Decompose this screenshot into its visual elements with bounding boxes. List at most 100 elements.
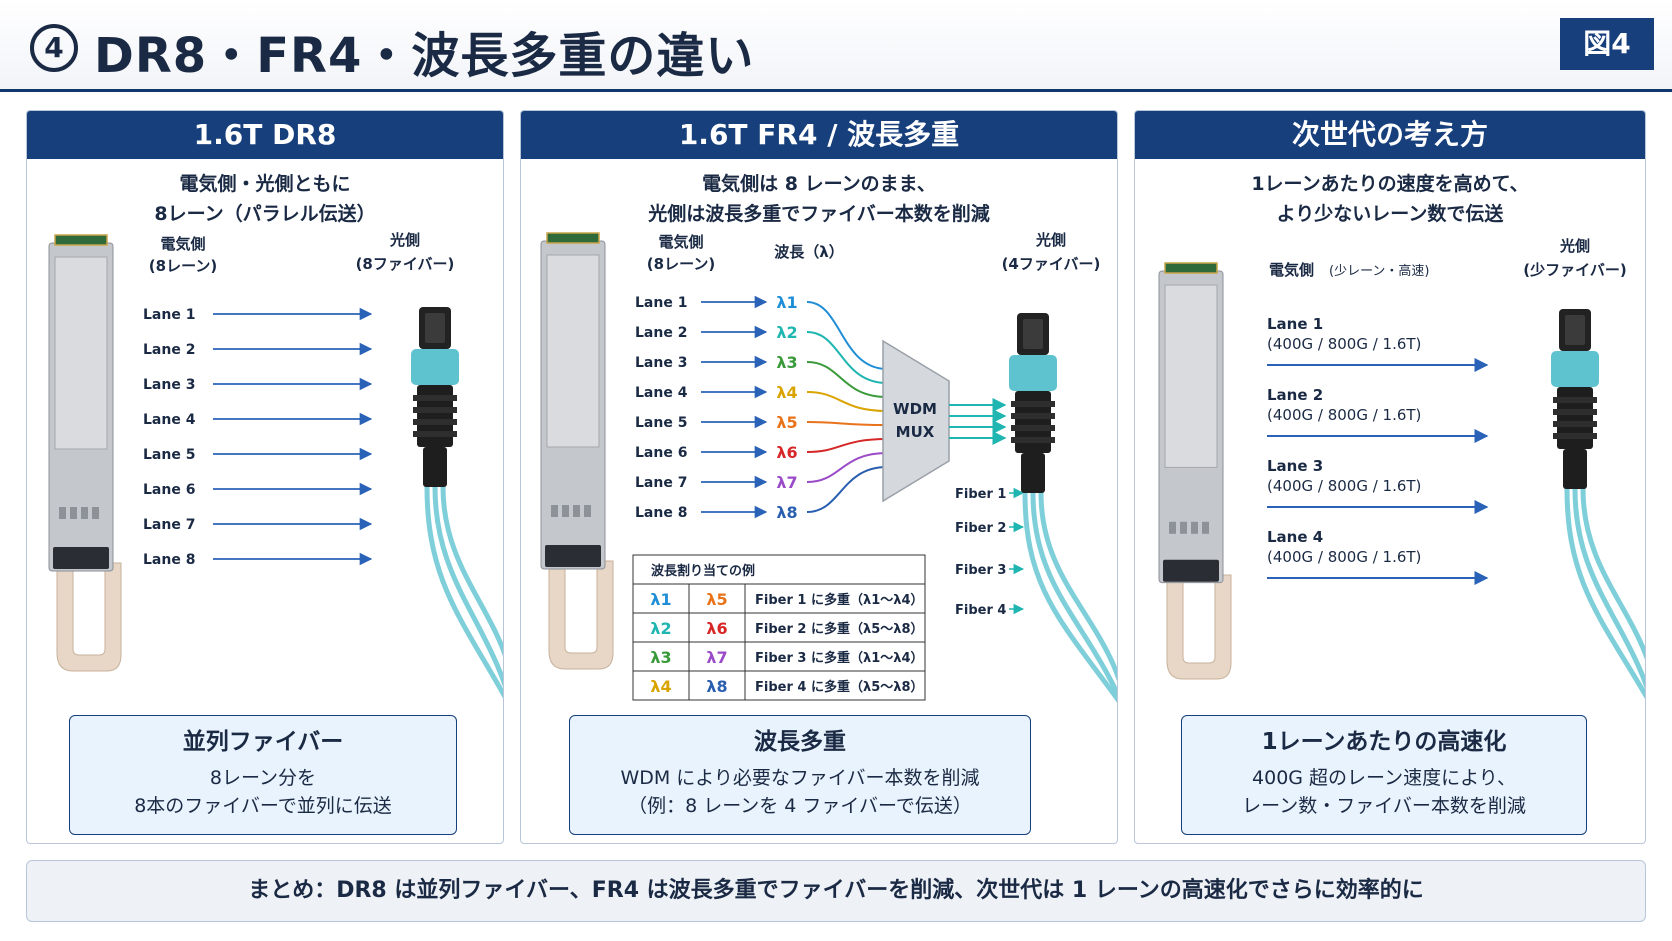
next-connector [1551, 309, 1645, 700]
connector-rib [413, 395, 457, 401]
panel-next-title: 次世代の考え方 [1135, 111, 1645, 159]
lane-speed: (400G / 800G / 1.6T) [1267, 477, 1421, 495]
lambda-label: λ8 [776, 503, 797, 522]
lane-label: Lane 3 [1267, 457, 1323, 475]
connector-inner [1565, 315, 1585, 345]
panel-dr8-title: 1.6T DR8 [27, 111, 503, 159]
lambda-label: λ6 [776, 443, 797, 462]
vent-slot [1180, 521, 1187, 534]
table-cell-lambda: λ4 [650, 677, 671, 696]
table-cell-lambda: λ7 [706, 648, 727, 667]
vent-slot [1191, 521, 1198, 534]
assignment-table [632, 554, 926, 701]
connector-rib [1011, 425, 1055, 431]
callout-title: 波長多重 [754, 729, 846, 755]
fiber-cable [432, 484, 503, 688]
table-cell-lambda: λ3 [650, 648, 671, 667]
connector-boot [411, 349, 459, 385]
callout-line: レーン数・ファイバー本数を削減 [1242, 795, 1526, 817]
pull-tab [56, 562, 122, 672]
callout-line: （例：8 レーンを 4 ファイバーで伝送） [628, 795, 972, 817]
optical-side-label: 光側 [389, 231, 420, 249]
fiber-label: Fiber 3 [955, 563, 1006, 578]
table-title: 波長割り当ての例 [651, 563, 755, 579]
callout-line: 8レーン分を [209, 767, 317, 789]
connector-rib [1011, 413, 1055, 419]
pcb-contacts [54, 234, 108, 246]
electrical-side-note: (少レーン・高速) [1329, 263, 1430, 279]
lambda-label: λ5 [776, 413, 797, 432]
subtitle-line: 1レーンあたりの速度を高めて、 [1251, 173, 1529, 195]
connector-inner [1023, 319, 1043, 349]
fiber-cable [1038, 490, 1117, 682]
lane-speed: (400G / 800G / 1.6T) [1267, 548, 1421, 566]
table-cell-desc: Fiber 2 に多重（λ5〜λ8） [755, 621, 924, 637]
fiber-label: Fiber 4 [955, 603, 1006, 618]
lane-label: Lane 1 [1267, 315, 1323, 333]
connector-strain-relief [1563, 449, 1587, 489]
lane-label: Lane 1 [143, 307, 195, 323]
fiber-cable [1022, 490, 1117, 703]
pcb-contacts [1164, 262, 1218, 274]
subtitle-line: 光側は波長多重でファイバー本数を削減 [648, 203, 990, 225]
mux-label: MUX [896, 423, 935, 441]
wavelength-path [806, 452, 888, 483]
connector-rib [413, 419, 457, 425]
vent-slot [70, 507, 77, 519]
table-cell-lambda: λ6 [706, 619, 727, 638]
wavelength-path [806, 361, 888, 398]
vent-slot [81, 507, 88, 519]
optical-port [1163, 559, 1219, 582]
fiber-label: Fiber 1 [955, 487, 1006, 502]
table-cell-desc: Fiber 4 に多重（λ5〜λ8） [755, 679, 924, 695]
connector-rib [413, 407, 457, 413]
lane-label: Lane 2 [1267, 386, 1323, 404]
title-number-circle: 4 [30, 24, 78, 72]
connector-strain-relief [423, 447, 447, 487]
pull-tab [1166, 574, 1232, 680]
callout-body: 8レーン分を 8本のファイバーで並列に伝送 [70, 764, 456, 820]
lane-label: Lane 3 [143, 377, 195, 393]
wavelength-path [806, 438, 888, 453]
summary-bar: まとめ：DR8 は並列ファイバー、FR4 は波長多重でファイバーを削減、次世代は… [26, 860, 1646, 922]
wavelength-path [806, 421, 888, 426]
lane-label: Lane 3 [635, 355, 687, 371]
lane-label: Lane 6 [143, 482, 195, 498]
module-panel [546, 254, 600, 448]
optical-port [545, 545, 601, 567]
panel-next-gen: 次世代の考え方 1レーンあたりの速度を高めて、 より少ないレーン数で伝送 電気側… [1134, 110, 1646, 844]
fiber-cable [1580, 486, 1645, 661]
module-panel [54, 256, 108, 450]
subtitle-line: 電気側は 8 レーンのまま、 [702, 173, 936, 195]
fiber-cable [440, 484, 503, 657]
connector-strain-relief [1021, 453, 1045, 493]
wdm-mux-block [882, 339, 950, 503]
optical-fiber-count: (少ファイバー) [1523, 261, 1626, 279]
callout-body: WDM により必要なファイバー本数を削減 （例：8 レーンを 4 ファイバーで伝… [570, 764, 1030, 820]
dr8-transceiver [48, 234, 122, 672]
fr4-transceiver [540, 232, 614, 670]
table-cell-lambda: λ5 [706, 590, 727, 609]
panel-fr4-title: 1.6T FR4 / 波長多重 [521, 111, 1117, 159]
dr8-callout: 並列ファイバー 8レーン分を 8本のファイバーで並列に伝送 [69, 715, 457, 835]
connector-rib [413, 431, 457, 437]
pcb-contacts [546, 232, 600, 244]
fiber-cable [1572, 486, 1645, 690]
lane-label: Lane 2 [635, 325, 687, 341]
lane-label: Lane 5 [635, 415, 687, 431]
connector-rib [1011, 401, 1055, 407]
subtitle-line: 電気側・光側ともに [179, 173, 351, 195]
vent-slot [1169, 521, 1176, 534]
electrical-lane-count: (8レーン) [149, 257, 217, 275]
page-title: DR8・FR4・波長多重の違い [94, 28, 755, 84]
panel-fr4-subtitle: 電気側は 8 レーンのまま、 光側は波長多重でファイバー本数を削減 [521, 169, 1117, 229]
lane-label: Lane 7 [143, 517, 195, 533]
vent-slot [551, 505, 558, 517]
callout-line: WDM により必要なファイバー本数を削減 [620, 767, 980, 789]
connector-inner [425, 313, 445, 343]
optical-side-label: 光側 [1559, 237, 1590, 255]
next-callout: 1レーンあたりの高速化 400G 超のレーン速度により、 レーン数・ファイバー本… [1181, 715, 1587, 835]
lambda-label: λ7 [776, 473, 797, 492]
lane-label: Lane 7 [635, 475, 687, 491]
